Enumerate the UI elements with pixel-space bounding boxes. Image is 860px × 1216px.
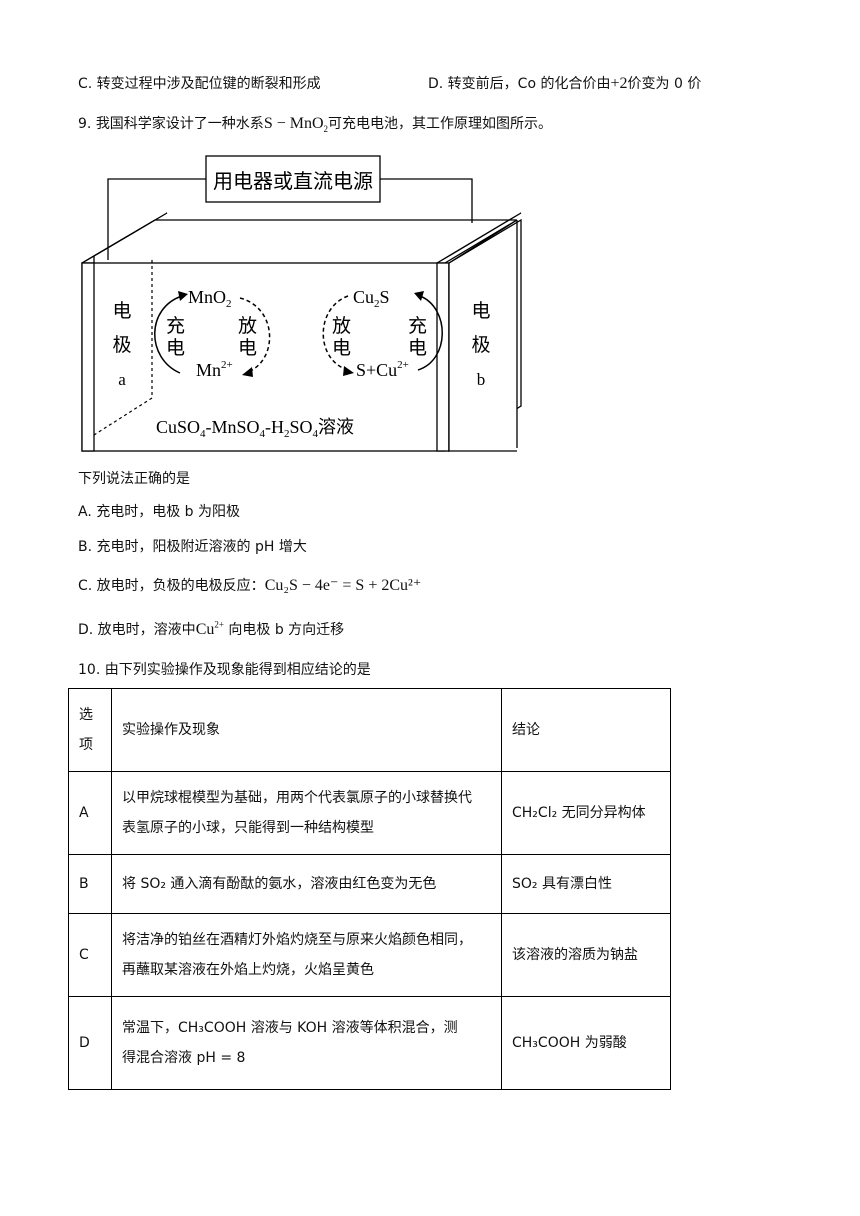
table-row: C 将洁净的铂丝在酒精灯外焰灼烧至与原来火焰颜色相同，再蘸取某溶液在外焰上灼烧，… bbox=[68, 913, 671, 997]
wire-right bbox=[380, 178, 473, 223]
right-discharge-label-2: 电 bbox=[332, 337, 351, 359]
q9-option-c: C. 放电时，负极的电极反应：Cu₂S − 4e⁻ = S + 2Cu²⁺ bbox=[78, 576, 421, 596]
q9-option-c-pre: C. 放电时，负极的电极反应： bbox=[78, 578, 265, 594]
right-charge-label-2: 电 bbox=[408, 337, 427, 359]
table-header-row: 选项 实验操作及现象 结论 bbox=[68, 688, 671, 772]
tank-top-edge bbox=[81, 219, 517, 264]
q9-stem-pre: 我国科学家设计了一种水系 bbox=[95, 116, 264, 132]
row-conclusion: SO₂ 具有漂白性 bbox=[501, 854, 671, 914]
q9-stem-post: 可充电电池，其工作原理如图所示。 bbox=[328, 116, 553, 132]
left-charge-label-1: 充 bbox=[166, 315, 185, 337]
left-discharge-label-1: 放 bbox=[238, 315, 257, 337]
q9-stem-formula: S − MnO2 bbox=[263, 115, 329, 135]
electrode-b-top bbox=[436, 212, 522, 264]
header-procedure: 实验操作及现象 bbox=[111, 688, 502, 772]
electrode-b-label-3: b bbox=[477, 370, 486, 389]
row-conclusion: 该溶液的溶质为钠盐 bbox=[501, 913, 671, 997]
q9-option-c-equation: Cu₂S − 4e⁻ = S + 2Cu²⁺ bbox=[264, 577, 422, 594]
wire-left bbox=[107, 178, 206, 260]
mn2-label: Mn2+ bbox=[196, 359, 233, 380]
right-charge-arrowhead bbox=[414, 291, 424, 301]
q9-number: 9. bbox=[78, 116, 92, 132]
power-source-box bbox=[205, 155, 381, 203]
electrode-a-plate bbox=[81, 262, 95, 452]
row-option: B bbox=[68, 854, 112, 914]
row-procedure: 以甲烷球棍模型为基础，用两个代表氯原子的小球替换代表氢原子的小球，只能得到一种结… bbox=[111, 771, 502, 855]
q9-option-d: D. 放电时，溶液中Cu2+ 向电极 b 方向迁移 bbox=[78, 620, 344, 640]
electrode-a-label-1: 电 bbox=[112, 300, 131, 322]
q9-option-d-post: 向电极 b 方向迁移 bbox=[228, 622, 345, 638]
hidden-edge-diagonal bbox=[93, 397, 153, 436]
electrode-a-label-3: a bbox=[118, 370, 126, 389]
mno2-label: MnO2 bbox=[188, 287, 232, 310]
table-row: A 以甲烷球棍模型为基础，用两个代表氯原子的小球替换代表氢原子的小球，只能得到一… bbox=[68, 771, 671, 855]
right-charge-label-1: 充 bbox=[408, 315, 427, 337]
battery-diagram: 用电器或直流电源 电 极 a 电 极 b MnO2 Mn2+ 充 电 放 电 C… bbox=[81, 155, 522, 453]
left-discharge-arrow bbox=[239, 297, 271, 373]
q9-option-b: B. 充电时，阳极附近溶液的 pH 增大 bbox=[78, 539, 307, 555]
row-procedure: 将 SO₂ 通入滴有酚酞的氨水，溶液由红色变为无色 bbox=[111, 854, 502, 914]
q10-table: 选项 实验操作及现象 结论 A 以甲烷球棍模型为基础，用两个代表氯原子的小球替换… bbox=[68, 688, 671, 1090]
s-cu2-label: S+Cu2+ bbox=[356, 359, 409, 380]
cu2s-label: Cu2S bbox=[353, 287, 390, 310]
electrode-b-plate bbox=[436, 262, 450, 452]
right-discharge-label-1: 放 bbox=[332, 315, 351, 337]
right-discharge-arrowhead bbox=[343, 366, 354, 376]
header-conclusion: 结论 bbox=[501, 688, 671, 772]
power-source-label: 用电器或直流电源 bbox=[213, 170, 373, 193]
q8-option-d-value: +2 bbox=[610, 75, 628, 92]
q10-stem: 10. 由下列实验操作及现象能得到相应结论的是 bbox=[78, 662, 371, 678]
solution-label: CuSO4-MnSO4-H2SO4溶液 bbox=[156, 417, 354, 440]
electrode-a-top bbox=[81, 212, 168, 264]
left-discharge-label-2: 电 bbox=[238, 337, 257, 359]
q8-option-d: D. 转变前后，Co 的化合价由+2价变为 0 价 bbox=[428, 74, 701, 94]
electrode-a-label-2: 极 bbox=[112, 334, 131, 356]
right-charge-arrow bbox=[417, 295, 443, 371]
header-option: 选项 bbox=[68, 688, 112, 772]
q9-option-d-ion: Cu2+ bbox=[195, 619, 224, 638]
row-option: A bbox=[68, 771, 112, 855]
q8-option-c: C. 转变过程中涉及配位键的断裂和形成 bbox=[78, 76, 321, 92]
row-option: C bbox=[68, 913, 112, 997]
left-discharge-arrowhead bbox=[242, 367, 253, 377]
q9-stem: 9. 我国科学家设计了一种水系S − MnO2可充电电池，其工作原理如图所示。 bbox=[78, 114, 552, 134]
electrode-b-label-1: 电 bbox=[471, 300, 490, 322]
right-discharge-arrow bbox=[322, 295, 349, 371]
row-conclusion: CH₃COOH 为弱酸 bbox=[501, 996, 671, 1090]
row-procedure: 常温下，CH₃COOH 溶液与 KOH 溶液等体积混合，测得混合溶液 pH = … bbox=[111, 996, 502, 1090]
q9-prompt: 下列说法正确的是 bbox=[78, 471, 190, 487]
tank-front-face bbox=[81, 262, 446, 452]
left-charge-arrowhead bbox=[178, 291, 188, 301]
row-option: D bbox=[68, 996, 112, 1090]
q9-option-d-pre: D. 放电时，溶液中 bbox=[78, 622, 196, 638]
q8-option-d-post: 价变为 0 价 bbox=[627, 76, 702, 92]
electrode-b-label-2: 极 bbox=[471, 334, 490, 356]
table-row: D 常温下，CH₃COOH 溶液与 KOH 溶液等体积混合，测得混合溶液 pH … bbox=[68, 996, 671, 1090]
q8-option-d-pre: D. 转变前后，Co 的化合价由 bbox=[428, 76, 611, 92]
row-procedure: 将洁净的铂丝在酒精灯外焰灼烧至与原来火焰颜色相同，再蘸取某溶液在外焰上灼烧，火焰… bbox=[111, 913, 502, 997]
left-charge-label-2: 电 bbox=[166, 337, 185, 359]
row-conclusion: CH₂Cl₂ 无同分异构体 bbox=[501, 771, 671, 855]
table-row: B 将 SO₂ 通入滴有酚酞的氨水，溶液由红色变为无色 SO₂ 具有漂白性 bbox=[68, 854, 671, 914]
q9-option-a: A. 充电时，电极 b 为阳极 bbox=[78, 504, 241, 520]
left-charge-arrow bbox=[154, 295, 183, 374]
